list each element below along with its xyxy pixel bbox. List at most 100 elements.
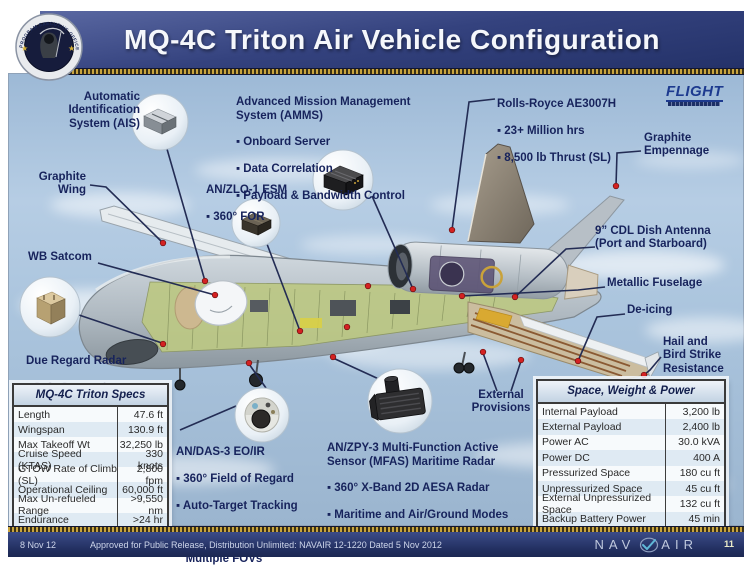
row-label: External Payload — [542, 421, 622, 434]
satcom-dish — [174, 280, 248, 330]
row-label: Endurance — [18, 514, 69, 527]
specs-table: MQ-4C Triton Specs Length 47.6 ft Wingspa… — [12, 383, 169, 530]
peo-seal-logo: ★ ★ PROGRAM EXECUTIVE OFFICE — [15, 13, 83, 81]
callout-wb-satcom: WB Satcom — [28, 251, 92, 263]
callout-rr-title: Rolls-Royce AE3007H — [497, 98, 617, 111]
table-row: Internal Payload 3,200 lb — [538, 404, 724, 420]
callout-cdl: 9” CDL Dish Antenna (Port and Starboard) — [595, 225, 711, 251]
row-value: 32,250 lb — [117, 437, 167, 453]
wb-satcom-equipment-icon — [19, 276, 81, 338]
table-row: Max Un-refueled Range >9,550 nm — [14, 493, 167, 517]
header-gold-stripe — [40, 68, 744, 75]
callout-esm-bullet: ▪ 360° FOR — [206, 210, 265, 223]
navair-logo-air: AIR — [661, 537, 698, 552]
callout-zpy: AN/ZPY-3 Multi-Function Active Sensor (M… — [327, 429, 542, 536]
right-wing — [467, 301, 661, 381]
row-value: 2,400 lb — [665, 419, 724, 435]
seal-star-left: ★ — [21, 44, 28, 53]
footer-release-statement: Approved for Public Release, Distributio… — [90, 539, 442, 550]
esm-equipment-icon — [231, 198, 281, 248]
row-value: 45 min — [665, 511, 724, 528]
row-label: Internal Payload — [542, 405, 618, 418]
callout-zpy-bullet: ▪ Maritime and Air/Ground Modes — [327, 508, 509, 521]
amms-equipment-icon — [312, 149, 374, 211]
table-row: Power AC 30.0 kVA — [538, 434, 724, 451]
navair-logo-nav: NAV — [594, 537, 636, 552]
row-value: 3,200 lb — [665, 404, 724, 420]
row-value: >9,550 nm — [117, 493, 167, 517]
callout-graphite-empennage: Graphite Empennage — [644, 132, 710, 158]
footer-date: 8 Nov 12 — [20, 539, 57, 550]
swp-table-title: Space, Weight & Power — [538, 381, 724, 404]
callout-ais: Automatic Identification System (AIS) — [68, 91, 140, 130]
row-value: 30.0 kVA — [665, 434, 724, 451]
table-row: Endurance>24 hr — [14, 512, 167, 528]
row-value: 400 A — [665, 450, 724, 466]
callout-graphite-wing: Graphite Wing — [38, 171, 86, 197]
callout-deicing: De-icing — [627, 304, 673, 316]
eoir-equipment-icon — [234, 387, 290, 443]
engine-nacelle — [387, 241, 599, 300]
table-row: Backup Battery Power 45 min — [538, 511, 724, 528]
callout-zpy-title: AN/ZPY-3 Multi-Function Active Sensor (M… — [327, 442, 499, 468]
aircraft — [78, 143, 661, 391]
callout-hail: Hail and Bird Strike Resistance — [663, 336, 724, 375]
row-label: GTOW Rate of Climb (SL) — [18, 462, 117, 487]
row-value: 132 cu ft — [665, 496, 724, 512]
page-number: 11 — [723, 539, 734, 550]
row-value: 130.9 ft — [117, 422, 167, 438]
row-value: 45 cu ft — [665, 480, 724, 497]
row-label: Power DC — [542, 451, 590, 464]
table-row: GTOW Rate of Climb (SL)2,800 fpm — [14, 463, 167, 487]
nose-bay — [105, 339, 159, 365]
table-row: Operational Ceiling 60,000 ft — [14, 482, 167, 498]
row-value: 60,000 ft — [117, 482, 167, 498]
seal-star-right: ★ — [68, 44, 75, 53]
row-label: Unpressurized Space — [542, 482, 643, 495]
row-label: Max Un-refueled Range — [18, 493, 96, 518]
callout-esm-title: AN/ZLQ-1 ESM — [206, 184, 288, 197]
specs-table-title: MQ-4C Triton Specs — [14, 385, 167, 407]
callout-external-provisions: External Provisions — [471, 389, 531, 415]
row-label: Max Takeoff Wt — [18, 438, 90, 451]
navair-logo: NAV AIR — [595, 537, 698, 553]
callout-due-title: Due Regard Radar — [26, 355, 127, 368]
table-row: External Payload 2,400 lb — [538, 419, 724, 435]
row-label: Power AC — [542, 436, 589, 449]
row-label: Backup Battery Power — [542, 513, 646, 526]
table-row: Power DC 400 A — [538, 450, 724, 466]
row-label: Wingspan — [18, 423, 65, 436]
row-label: Cruise Speed (KTAS) — [18, 447, 82, 472]
row-label: External Unpressurized Space — [542, 492, 652, 517]
callout-metallic-fuselage: Metallic Fuselage — [607, 277, 703, 289]
table-row: Max Takeoff Wt 32,250 lb — [14, 437, 167, 453]
callout-rolls-royce: Rolls-Royce AE3007H ▪ 23+ Million hrs ▪ … — [497, 85, 667, 178]
page-title: MQ-4C Triton Air Vehicle Configuration — [124, 24, 660, 55]
equipment-bubbles — [19, 93, 433, 443]
table-row: Unpressurized Space 45 cu ft — [538, 480, 724, 497]
row-label: Pressurized Space — [542, 467, 631, 480]
callout-amms-bullet: ▪ Data Correlation — [236, 162, 333, 175]
row-value: 2,800 fpm — [117, 463, 167, 487]
vertical-fin — [467, 143, 535, 244]
space-weight-power-table: Space, Weight & Power Internal Payload 3,… — [536, 379, 726, 530]
row-label: Length — [18, 408, 51, 421]
table-row: External Unpressurized Space 132 cu ft — [538, 492, 724, 516]
callout-amms-title: Advanced Mission Management System (AMMS… — [236, 96, 411, 122]
table-row: Length 47.6 ft — [14, 407, 167, 423]
flight-logo-bar — [668, 102, 720, 106]
callout-rr-bullet: ▪ 23+ Million hrs — [497, 124, 585, 137]
callout-das-bullet: ▪ 360° Field of Regard — [176, 472, 294, 485]
row-value: 47.6 ft — [117, 407, 167, 423]
row-label: Operational Ceiling — [18, 484, 108, 497]
footer-bar: 8 Nov 12 Approved for Public Release, Di… — [8, 532, 744, 557]
table-row: Cruise Speed (KTAS)330 knots — [14, 448, 167, 472]
landing-gear — [174, 351, 475, 391]
callout-rr-bullet: ▪ 8,500 lb Thrust (SL) — [497, 151, 611, 164]
callout-amms-bullet: ▪ Payload & Bandwidth Control — [236, 189, 405, 202]
flight-international-logo: FLIGHT — [666, 83, 724, 102]
zpy3-equipment-icon — [367, 368, 433, 434]
callout-amms: Advanced Mission Management System (AMMS… — [236, 83, 442, 216]
